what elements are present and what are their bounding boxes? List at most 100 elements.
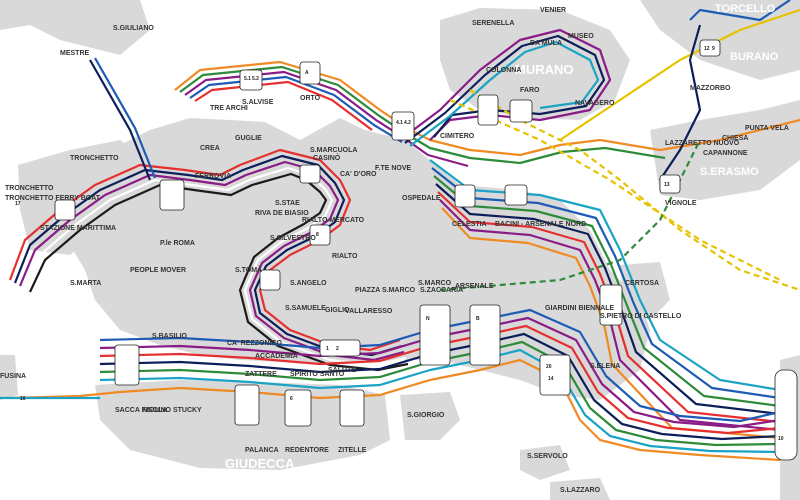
stop-label: S.SILVESTRO <box>270 235 316 242</box>
stop-label: S.LAZZARO <box>560 487 601 494</box>
stop-label: PALANCA <box>245 447 279 454</box>
stop-label: F.TE NOVE <box>375 165 412 172</box>
stop-label: SACCA FISOLA <box>115 407 167 414</box>
area-murano: MURANO <box>515 62 574 77</box>
line-number: B <box>476 316 480 322</box>
stop-label: S.MARTA <box>70 280 101 287</box>
stop-label: S.GIULIANO <box>113 25 154 32</box>
stop-label: CERTOSA <box>625 280 659 287</box>
stop-label: LAZZARETTO NUOVO <box>665 140 740 147</box>
stop-label: SERENELLA <box>472 20 514 27</box>
line-number: 6 <box>290 396 293 402</box>
stop-label: ZATTERE <box>245 371 277 378</box>
stop-label: PUNTA VELA <box>745 125 789 132</box>
stop-label: ORTO <box>300 95 321 102</box>
line-number: 14 <box>548 376 554 382</box>
stop-label: S.SERVOLO <box>527 453 568 460</box>
line-number: 2 <box>336 346 339 352</box>
stop-label: S.TOMÀ <box>235 265 262 274</box>
stop-label: MOLINO STUCKY <box>143 407 202 414</box>
stop-label: RIVA DE BIASIO <box>255 210 309 217</box>
stop-label: S.PIETRO DI CASTELLO <box>600 313 682 320</box>
stop-label: S.ELENA <box>590 363 620 370</box>
stop-label: S.ANGELO <box>290 280 327 287</box>
stop-label: CA' REZZONICO <box>227 340 282 347</box>
stop-label: S.STAE <box>275 200 300 207</box>
area-sant-erasmo: S.ERASMO <box>700 166 759 178</box>
stop-label: CIMITERO <box>440 133 475 140</box>
stop-label: TRONCHETTO FERRY BOAT <box>5 195 101 202</box>
stop-label: MAZZORBO <box>690 85 731 92</box>
line-number: 4.2 <box>404 120 411 126</box>
line-number: 9 <box>712 46 715 52</box>
stop-label: FUSINA <box>0 373 26 380</box>
stop-label: CREA <box>200 145 220 152</box>
stop-label: S.SAMUELE <box>285 305 326 312</box>
stop-label: BACINI - ARSENALE NORD <box>495 221 586 228</box>
stop-label: CHIESA <box>722 135 748 142</box>
line-number: 20 <box>546 364 552 370</box>
stop-label: P.le ROMA <box>160 240 195 247</box>
stop-markers <box>54 39 798 461</box>
stop-label: S.MARCO <box>418 280 452 287</box>
stop-label: GIARDINI BIENNALE <box>545 305 615 312</box>
stop-label: PIAZZA S.MARCO <box>355 287 416 294</box>
line-number-badges: 5.1 5.2 4.1 4.2 1 2 N A B 6 10 14 16 20 … <box>15 46 784 442</box>
stop-label: FARO <box>520 87 540 94</box>
stop-label: STAZIONE MARITTIMA <box>40 225 116 232</box>
stop-label: MESTRE <box>60 50 90 57</box>
line-number: 5.2 <box>252 76 259 82</box>
stop-label: CAPANNONE <box>703 150 748 157</box>
area-torcello: TORCELLO <box>715 3 776 15</box>
stop-label: DA MULA <box>530 40 562 47</box>
stop-label: S.GIORGIO <box>407 412 445 419</box>
stop-label: REDENTORE <box>285 447 329 454</box>
stop-label: TRONCHETTO <box>70 155 119 162</box>
stop-label: VENIER <box>540 7 566 14</box>
stop-label: VIGNOLE <box>665 200 697 207</box>
stop-labels: S.GIULIANO MESTRE TRONCHETTO TRONCHETTO … <box>0 7 789 494</box>
line-number: 16 <box>20 396 26 402</box>
line-number: 12 <box>704 46 710 52</box>
stop-label: ZITELLE <box>338 447 367 454</box>
stop-label: S.ALVISE <box>242 99 274 106</box>
stop-label: ACCADEMIA <box>255 353 298 360</box>
area-giudecca: GIUDECCA <box>225 456 295 471</box>
stop-label: MUSEO <box>568 33 594 40</box>
stop-label: OSPEDALE <box>402 195 441 202</box>
line-number: 5.1 <box>244 76 251 82</box>
line-number: 4.1 <box>396 120 403 126</box>
line-number: 8 <box>316 232 319 238</box>
stop-label: S.MARCUOLA <box>310 147 357 154</box>
stop-label: S.BASILIO <box>152 333 188 340</box>
area-burano: BURANO <box>730 51 779 63</box>
line-number: 1 <box>326 346 329 352</box>
stop-label: CA' D'ORO <box>340 171 377 178</box>
stop-label: VALLARESSO <box>345 308 393 315</box>
stop-label: S.ZACCARIA <box>420 287 463 294</box>
line-number: 17 <box>15 201 21 207</box>
stop-label: ARSENALE <box>455 283 494 290</box>
stop-label: GIGLIO <box>325 307 350 314</box>
stop-label: RIALTO MERCATO <box>302 217 365 224</box>
line-number: N <box>426 316 430 322</box>
stop-label: GUGLIE <box>235 135 262 142</box>
line-number: 10 <box>778 436 784 442</box>
stop-label: CELESTIA <box>452 221 487 228</box>
stop-label: TRONCHETTO <box>5 185 54 192</box>
stop-label: SALUTE <box>328 367 356 374</box>
stop-label: NAVAGERO <box>575 100 615 107</box>
line-number: 13 <box>664 182 670 188</box>
stop-label: COLONNA <box>486 67 521 74</box>
stop-label: CASINÒ <box>313 153 341 162</box>
line-number: A <box>305 70 309 76</box>
stop-label: FERROVIA <box>195 173 231 180</box>
stop-label: TRE ARCHI <box>210 105 248 112</box>
route-lines <box>0 0 800 462</box>
stop-label: PEOPLE MOVER <box>130 267 186 274</box>
stop-label: SPIRITO SANTO <box>290 371 345 378</box>
stop-label: RIALTO <box>332 253 358 260</box>
